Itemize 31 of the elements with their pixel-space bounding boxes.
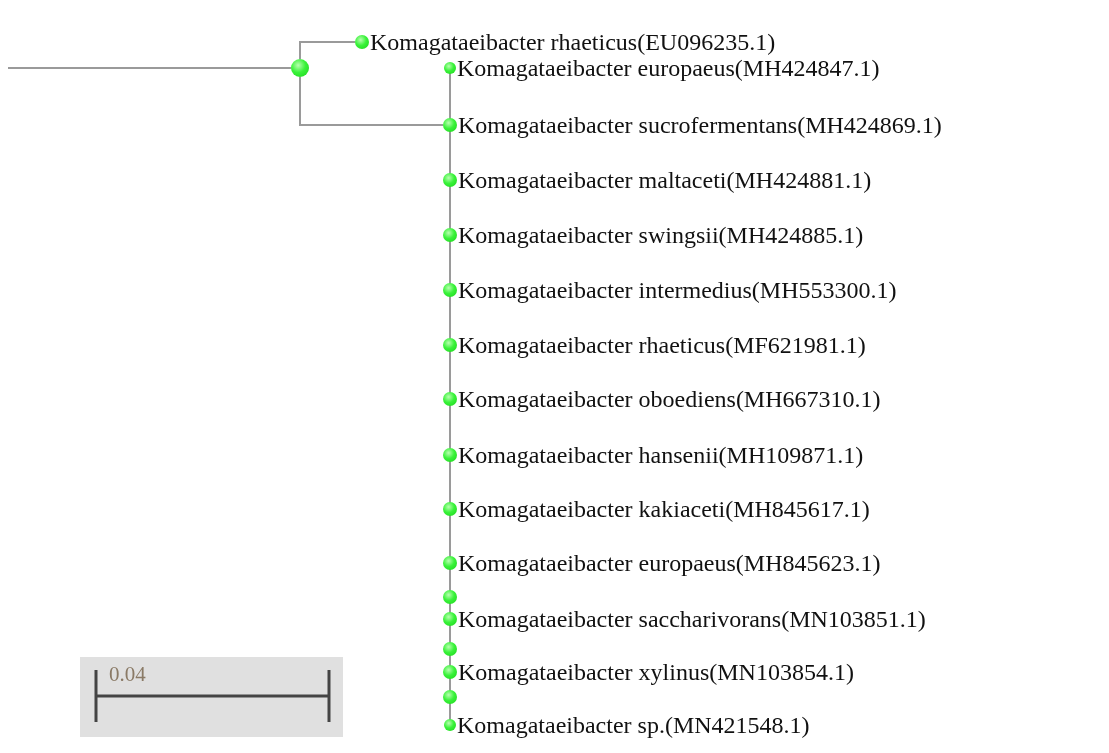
species-label: Komagataeibacter swingsii(MH424885.1)	[458, 221, 864, 249]
species-label: Komagataeibacter sucrofermentans(MH424869.1)	[458, 111, 942, 139]
tree-branch	[449, 632, 451, 659]
species-label: Komagataeibacter oboediens(MH667310.1)	[458, 385, 881, 413]
tree-branch	[7, 67, 292, 69]
species-label: Komagataeibacter europaeus(MH845623.1)	[458, 549, 881, 577]
species-label: Komagataeibacter europaeus(MH424847.1)	[457, 55, 880, 82]
tree-branch	[449, 138, 451, 167]
tree-branch	[449, 468, 451, 496]
tree-branch	[449, 81, 451, 112]
tree-branch	[449, 358, 451, 386]
species-label: Komagataeibacter rhaeticus(EU096235.1)	[370, 28, 776, 56]
tree-branch	[449, 248, 451, 277]
branch-node	[291, 59, 309, 77]
tree-branch	[449, 303, 451, 332]
species-label: Komagataeibacter xylinus(MN103854.1)	[458, 658, 854, 686]
species-label: Komagataeibacter rhaeticus(MF621981.1)	[458, 331, 866, 359]
species-label: Komagataeibacter intermedius(MH553300.1)	[458, 276, 897, 304]
tree-branch	[449, 193, 451, 222]
species-label: Komagataeibacter saccharivorans(MN103851.1)	[458, 605, 926, 633]
tree-branch	[299, 76, 444, 126]
tree-branch	[449, 412, 451, 442]
species-label: Komagataeibacter maltaceti(MH424881.1)	[458, 166, 872, 194]
scale-value: 0.04	[109, 662, 146, 686]
tree-branch	[299, 41, 356, 60]
species-label: Komagataeibacter sp.(MN421548.1)	[457, 711, 810, 739]
species-label: Komagataeibacter kakiaceti(MH845617.1)	[458, 495, 870, 523]
tree-branch	[449, 576, 451, 606]
tree-branch	[449, 685, 451, 712]
species-label: Komagataeibacter hansenii(MH109871.1)	[458, 441, 864, 469]
tree-branch	[449, 522, 451, 550]
